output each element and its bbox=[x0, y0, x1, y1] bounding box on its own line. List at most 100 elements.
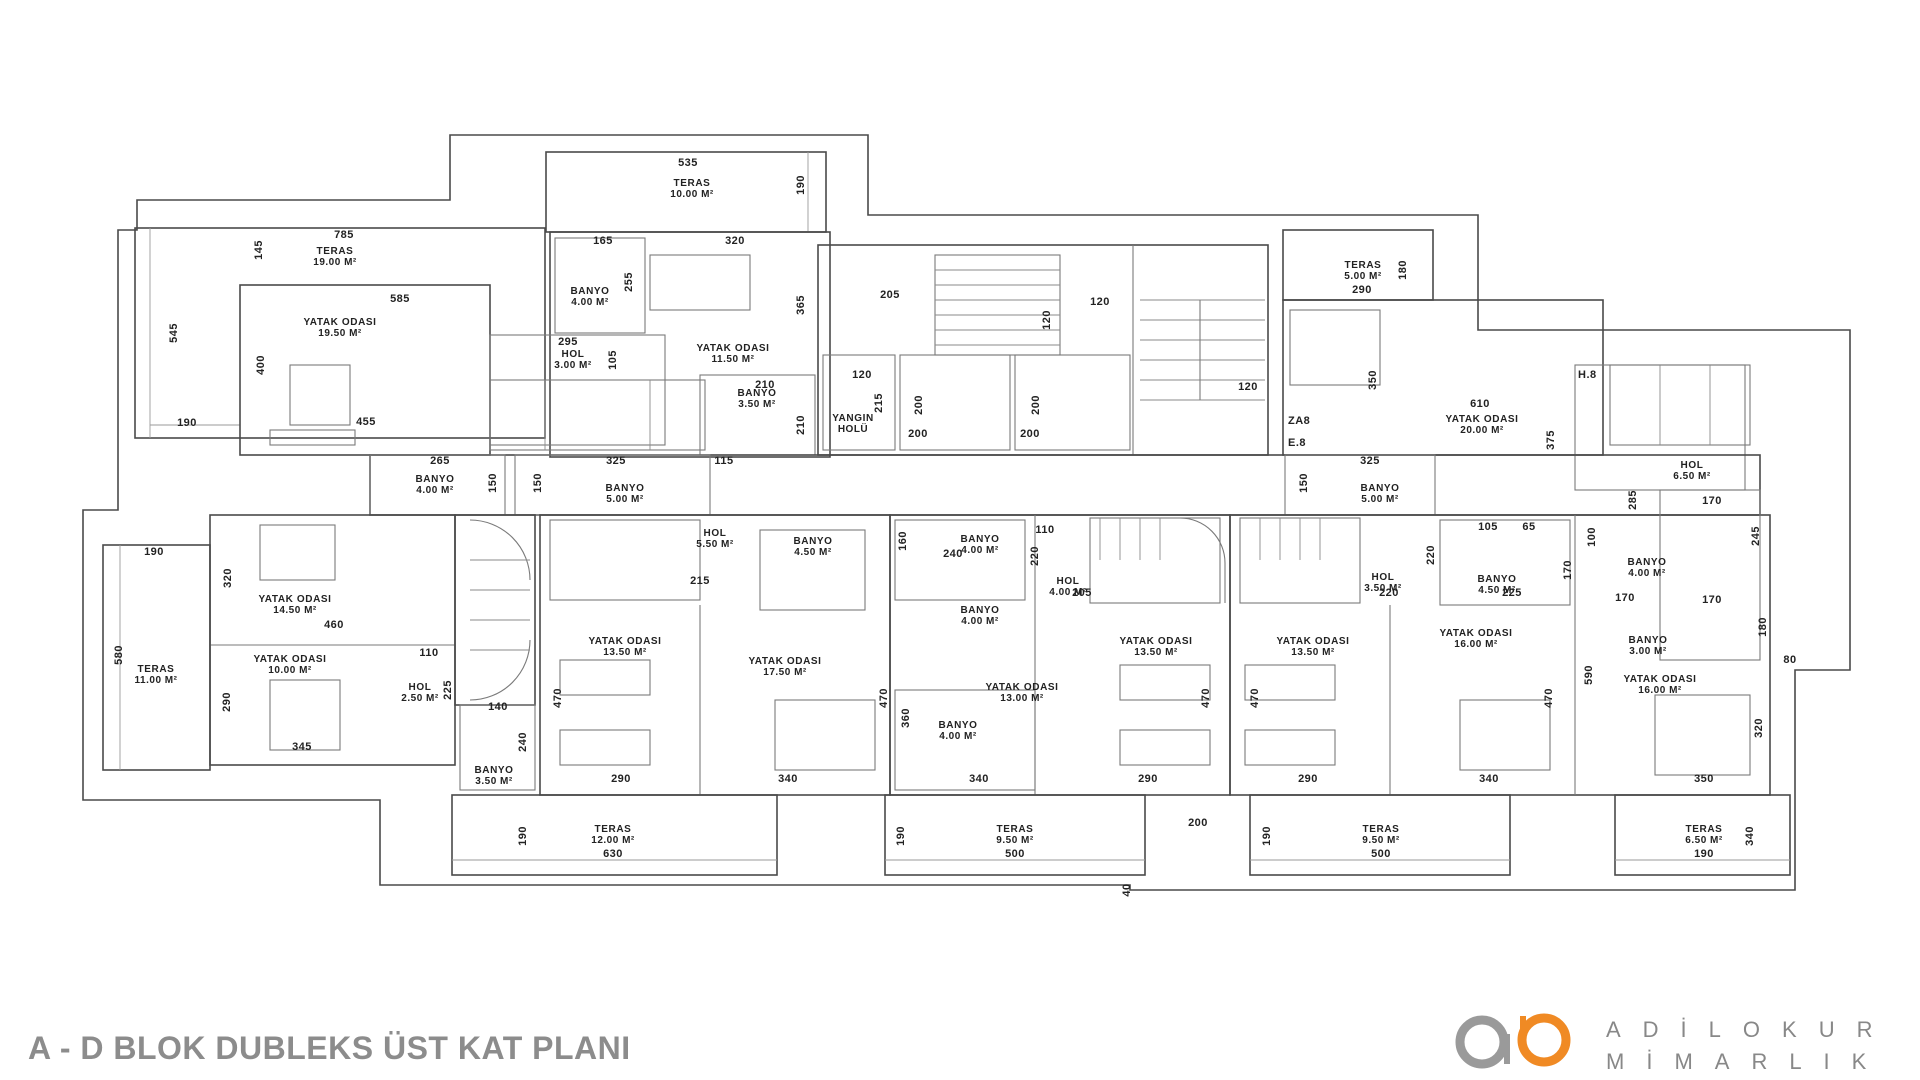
dimension-label: 150 bbox=[487, 473, 499, 493]
dimension-label: 190 bbox=[517, 826, 529, 846]
room-name-banyo-b3: BANYO bbox=[793, 536, 832, 547]
room-area-yatak-b3: 13.50 M² bbox=[603, 647, 647, 658]
dimension-label: 40 bbox=[1121, 883, 1133, 896]
terrace-s3-outline bbox=[1249, 794, 1511, 876]
room-area-yatak-d1: 20.00 M² bbox=[1460, 425, 1504, 436]
dimension-label: 320 bbox=[222, 568, 234, 588]
room-name-banyo-d2: BANYO bbox=[1360, 483, 1399, 494]
room-area-teras-s2: 9.50 M² bbox=[996, 835, 1034, 846]
dimension-label: 470 bbox=[1543, 688, 1555, 708]
room-area-teras-s4: 6.50 M² bbox=[1685, 835, 1723, 846]
room-area-banyo-c1: 4.00 M² bbox=[961, 545, 999, 556]
dimension-label: 110 bbox=[1035, 524, 1054, 536]
room-name-banyo-d3: BANYO bbox=[1477, 574, 1516, 585]
room-name-yatak-b4: YATAK ODASI bbox=[748, 656, 821, 667]
dimension-label: 265 bbox=[430, 455, 450, 467]
dimension-label: 120 bbox=[1041, 310, 1053, 330]
dimension-label: 220 bbox=[1379, 587, 1399, 599]
room-name-yatak-d3: YATAK ODASI bbox=[1276, 636, 1349, 647]
dimension-label: 100 bbox=[1586, 527, 1598, 547]
room-name-yatak-b1: YATAK ODASI bbox=[258, 594, 331, 605]
dimension-label: 375 bbox=[1545, 430, 1557, 450]
dimension-label: 120 bbox=[1090, 296, 1110, 308]
stair-core-east bbox=[1140, 299, 1265, 401]
dimension-label: 365 bbox=[795, 295, 807, 315]
dimension-label: 470 bbox=[1249, 688, 1261, 708]
dimension-label: 470 bbox=[878, 688, 890, 708]
room-area-banyo-c2: 4.00 M² bbox=[961, 616, 999, 627]
room-name-yatak-a2: YATAK ODASI bbox=[696, 343, 769, 354]
label-zab: ZA8 bbox=[1288, 415, 1310, 427]
dimension-label: 190 bbox=[177, 417, 197, 429]
dimension-label: 255 bbox=[623, 272, 635, 292]
terrace-s4-outline bbox=[1614, 794, 1791, 876]
dimension-label: 200 bbox=[1188, 817, 1208, 829]
room-area-teras-top: 10.00 M² bbox=[670, 189, 714, 200]
room-name-yatak-b2: YATAK ODASI bbox=[253, 654, 326, 665]
room-name-teras-s3: TERAS bbox=[1363, 824, 1400, 835]
dimension-label: 240 bbox=[943, 548, 963, 560]
brand-line-2: MİMARLIK bbox=[1606, 1049, 1889, 1074]
room-name-hol-d2: HOL bbox=[1372, 572, 1395, 583]
dimension-label: 455 bbox=[356, 416, 376, 428]
room-area-yangin: HOLÜ bbox=[838, 422, 868, 435]
dimension-label: 200 bbox=[908, 428, 928, 440]
room-name-banyo-d5: BANYO bbox=[1628, 635, 1667, 646]
dimension-label: 210 bbox=[755, 379, 775, 391]
dimension-label: 340 bbox=[1744, 826, 1756, 846]
terrace-w-outline bbox=[102, 544, 211, 771]
dimension-label: 115 bbox=[714, 455, 733, 467]
dimension-label: 400 bbox=[255, 355, 267, 375]
dimension-label: 545 bbox=[168, 323, 180, 343]
room-area-teras-s1: 12.00 M² bbox=[591, 835, 635, 846]
block-a-north bbox=[549, 231, 831, 458]
stair-d-north bbox=[1609, 364, 1751, 446]
dimension-label: 120 bbox=[852, 369, 872, 381]
room-name-teras-s2: TERAS bbox=[997, 824, 1034, 835]
room-area-yatak-d4: 16.00 M² bbox=[1454, 639, 1498, 650]
room-name-banyo-b1: BANYO bbox=[415, 474, 454, 485]
dimension-label: 65 bbox=[1522, 521, 1535, 533]
dimension-label: 610 bbox=[1470, 398, 1490, 410]
room-area-yatak-a2: 11.50 M² bbox=[712, 354, 755, 365]
dimension-label: 470 bbox=[1200, 688, 1212, 708]
dimension-label: 190 bbox=[144, 546, 164, 558]
dimension-label: 110 bbox=[419, 647, 438, 659]
dimension-label: 500 bbox=[1371, 848, 1391, 860]
dimension-label: 215 bbox=[690, 575, 710, 587]
dimension-label: 210 bbox=[795, 415, 807, 435]
dimension-label: 350 bbox=[1694, 773, 1714, 785]
room-name-banyo-c2: BANYO bbox=[960, 605, 999, 616]
dimension-label: 140 bbox=[488, 701, 508, 713]
room-area-hol-d2: 3.50 M² bbox=[1364, 583, 1402, 594]
room-area-banyo-a2: 3.50 M² bbox=[738, 399, 776, 410]
logo-gray-ring bbox=[1455, 1015, 1509, 1069]
room-area-banyo-d5: 3.00 M² bbox=[1629, 646, 1667, 657]
room-area-yatak-c1: 13.00 M² bbox=[1000, 693, 1044, 704]
dimension-label: 170 bbox=[1562, 560, 1574, 580]
room-area-teras-nw: 19.00 M² bbox=[313, 257, 357, 268]
dimension-label: 590 bbox=[1583, 665, 1595, 685]
banyo-b4-outline bbox=[459, 704, 536, 791]
terrace-s2-outline bbox=[884, 794, 1146, 876]
dimension-label: 170 bbox=[1702, 594, 1722, 606]
dimension-label: 290 bbox=[1298, 773, 1318, 785]
room-area-yatak-c2: 13.50 M² bbox=[1134, 647, 1178, 658]
dimension-label: 585 bbox=[390, 293, 410, 305]
dimension-label: 150 bbox=[532, 473, 544, 493]
dimension-label: 295 bbox=[558, 336, 578, 348]
room-name-teras-s1: TERAS bbox=[595, 824, 632, 835]
stair-core-north bbox=[935, 269, 1060, 346]
room-area-banyo-b1: 4.00 M² bbox=[416, 485, 454, 496]
dimension-label: 190 bbox=[895, 826, 907, 846]
room-name-hol-d1: HOL bbox=[1681, 460, 1704, 471]
dimension-label: 340 bbox=[969, 773, 989, 785]
room-area-banyo-b3: 4.50 M² bbox=[794, 547, 832, 558]
room-name-yatak-d5: YATAK ODASI bbox=[1623, 674, 1696, 685]
brand-line-1: ADİLOKUR bbox=[1606, 1017, 1895, 1042]
room-name-banyo-b4: BANYO bbox=[474, 765, 513, 776]
dimension-label: 500 bbox=[1005, 848, 1025, 860]
